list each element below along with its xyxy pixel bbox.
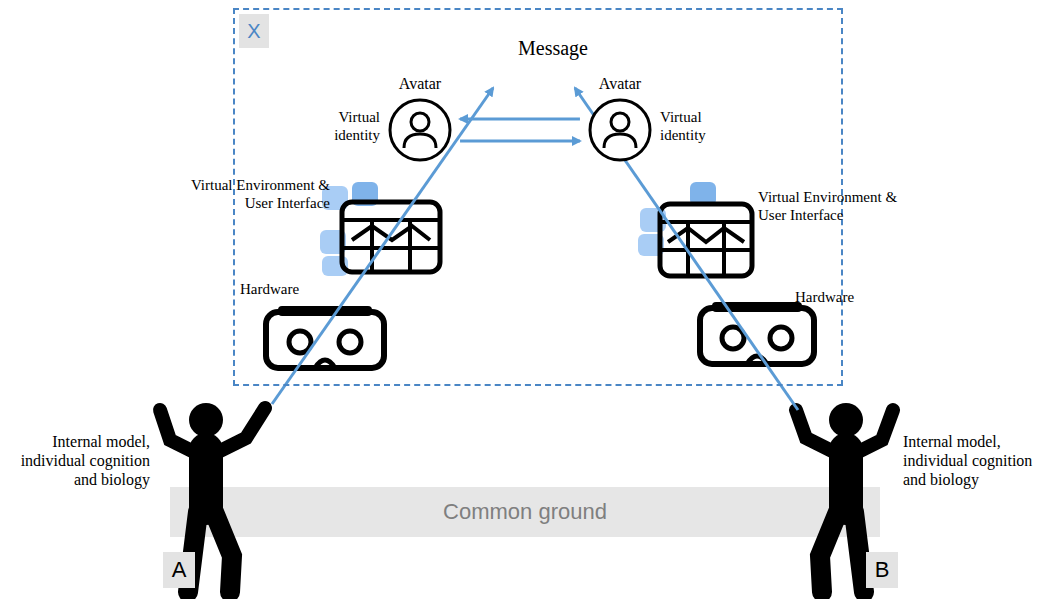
avatar-circle: AvatarVirtual identity — [588, 98, 652, 162]
common-ground-band: Common ground — [170, 487, 880, 537]
avatar-arrow — [460, 118, 580, 121]
region-tag: X — [239, 14, 269, 48]
message-arrow — [272, 88, 493, 404]
headset-left — [266, 306, 384, 368]
avatar-icon — [588, 98, 652, 162]
cognition-label: Internal model, individual cognition and… — [903, 432, 1049, 490]
person-tag: A — [163, 552, 195, 588]
avatar-heading: Avatar — [548, 74, 692, 94]
avatar-circle: AvatarVirtual identity — [388, 98, 452, 162]
cognition-label: Internal model, individual cognition and… — [4, 432, 150, 490]
ground-band — [170, 487, 880, 537]
avatar-arrow — [460, 140, 580, 143]
avatar-heading: Avatar — [348, 74, 492, 94]
ve-label: Virtual Environment & User Interface — [190, 176, 330, 212]
band-label: Common ground — [443, 499, 607, 525]
ve-icon-left — [320, 182, 440, 276]
avatar-icon — [388, 98, 452, 162]
person-figure-right — [796, 403, 893, 592]
avatar-identity: Virtual identity — [316, 108, 380, 144]
message-arrow — [575, 88, 798, 410]
hardware-label: Hardware — [795, 288, 875, 306]
person-letter: A — [172, 557, 187, 583]
person-tag: B — [866, 552, 898, 588]
headset-right — [700, 302, 814, 364]
person-letter: B — [875, 557, 890, 583]
message-label: Message — [473, 36, 633, 60]
avatar-identity: Virtual identity — [660, 108, 724, 144]
person-figure-left — [160, 403, 265, 592]
ve-label: Virtual Environment & User Interface — [758, 188, 908, 224]
hardware-label: Hardware — [240, 280, 320, 298]
